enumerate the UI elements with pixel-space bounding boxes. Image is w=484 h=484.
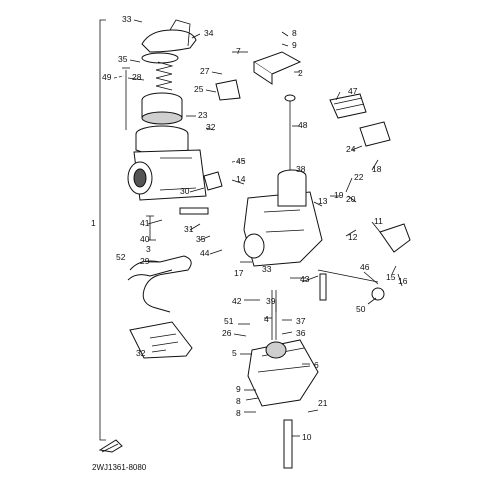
callout-9-lower: 9 xyxy=(236,384,241,394)
front-arrow-icon xyxy=(98,439,123,453)
callout-37: 37 xyxy=(296,316,306,326)
main-jet-stack-part xyxy=(271,290,277,340)
callout-18: 18 xyxy=(372,164,382,174)
callout-35: 35 xyxy=(118,54,128,64)
callout-4: 4 xyxy=(264,314,269,324)
callout-7: 7 xyxy=(236,46,241,56)
callout-50: 50 xyxy=(356,304,366,314)
breather-hose-part xyxy=(127,255,192,313)
callout-17: 17 xyxy=(234,268,244,278)
callout-29: 29 xyxy=(140,256,150,266)
callout-9: 9 xyxy=(292,40,297,50)
callout-36: 36 xyxy=(296,328,306,338)
callout-52: 52 xyxy=(116,252,126,262)
callout-31: 31 xyxy=(184,224,194,234)
bracket-part xyxy=(215,79,241,101)
callout-33-right: 33 xyxy=(262,264,272,274)
throttle-spring-part xyxy=(155,61,174,91)
callout-13: 13 xyxy=(318,196,328,206)
callout-3-left: 3 xyxy=(146,244,151,254)
top-cap-part xyxy=(141,19,197,64)
callout-8: 8 xyxy=(292,28,297,38)
callout-44: 44 xyxy=(200,248,210,258)
callout-43: 43 xyxy=(300,274,310,284)
top-cover-part xyxy=(252,51,302,85)
vacuum-chamber-part xyxy=(135,125,189,156)
callout-10: 10 xyxy=(302,432,312,442)
callout-49: 49 xyxy=(102,72,112,82)
callout-40: 40 xyxy=(140,234,150,244)
callout-46: 46 xyxy=(360,262,370,272)
bracket-label: 1 xyxy=(91,218,96,228)
callout-8-bottom: 8 xyxy=(236,408,241,418)
carburetor-body-right-part xyxy=(243,169,323,267)
callout-41: 41 xyxy=(140,218,150,228)
callout-labels: 33 34 35 49 28 7 8 9 27 25 2 23 32 47 48… xyxy=(102,14,408,442)
callout-2: 2 xyxy=(298,68,303,78)
callout-47: 47 xyxy=(348,86,358,96)
callout-6: 6 xyxy=(314,360,319,370)
callout-16: 16 xyxy=(398,276,408,286)
callout-12: 12 xyxy=(348,232,358,242)
callout-48: 48 xyxy=(298,120,308,130)
callout-14: 14 xyxy=(236,174,246,184)
callout-34: 34 xyxy=(204,28,214,38)
callout-22-upper: 22 xyxy=(354,172,364,182)
drain-tube-part xyxy=(283,419,293,469)
carburetor-body-left-part xyxy=(127,149,207,201)
callout-25: 25 xyxy=(194,84,204,94)
callout-33: 33 xyxy=(122,14,132,24)
throttle-shaft-part xyxy=(317,269,379,283)
piston-valve-part xyxy=(141,92,183,125)
callout-32-lower: 32 xyxy=(136,348,146,358)
callout-11: 11 xyxy=(374,216,383,226)
callout-15: 15 xyxy=(386,272,396,282)
enrichener-part xyxy=(329,93,391,147)
callout-45: 45 xyxy=(236,156,246,166)
callout-35-lower: 35 xyxy=(196,234,206,244)
leader-lines xyxy=(113,19,403,437)
callout-51: 51 xyxy=(224,316,234,326)
assembly-bracket xyxy=(99,19,106,441)
connecting-rod-part xyxy=(179,207,209,215)
callout-23: 23 xyxy=(198,110,208,120)
callout-39: 39 xyxy=(266,296,276,306)
callout-5: 5 xyxy=(232,348,237,358)
callout-19: 19 xyxy=(334,190,344,200)
throttle-lever-part xyxy=(379,223,411,253)
callout-24: 24 xyxy=(346,144,356,154)
callout-32-upper: 32 xyxy=(206,122,216,132)
callout-27: 27 xyxy=(200,66,210,76)
callout-38: 38 xyxy=(296,164,306,174)
callout-42: 42 xyxy=(232,296,242,306)
throttle-link-part xyxy=(203,171,223,191)
callout-28: 28 xyxy=(132,72,142,82)
callout-21: 21 xyxy=(318,398,328,408)
float-bowl-part xyxy=(247,339,319,407)
callout-26: 26 xyxy=(222,328,232,338)
callout-30: 30 xyxy=(180,186,190,196)
callout-20: 20 xyxy=(346,194,356,204)
washer-part xyxy=(371,287,385,301)
reference-code: 2WJ1361-8080 xyxy=(92,463,147,472)
callout-8-lower: 8 xyxy=(236,396,241,406)
gasket-plate-part xyxy=(129,321,193,359)
